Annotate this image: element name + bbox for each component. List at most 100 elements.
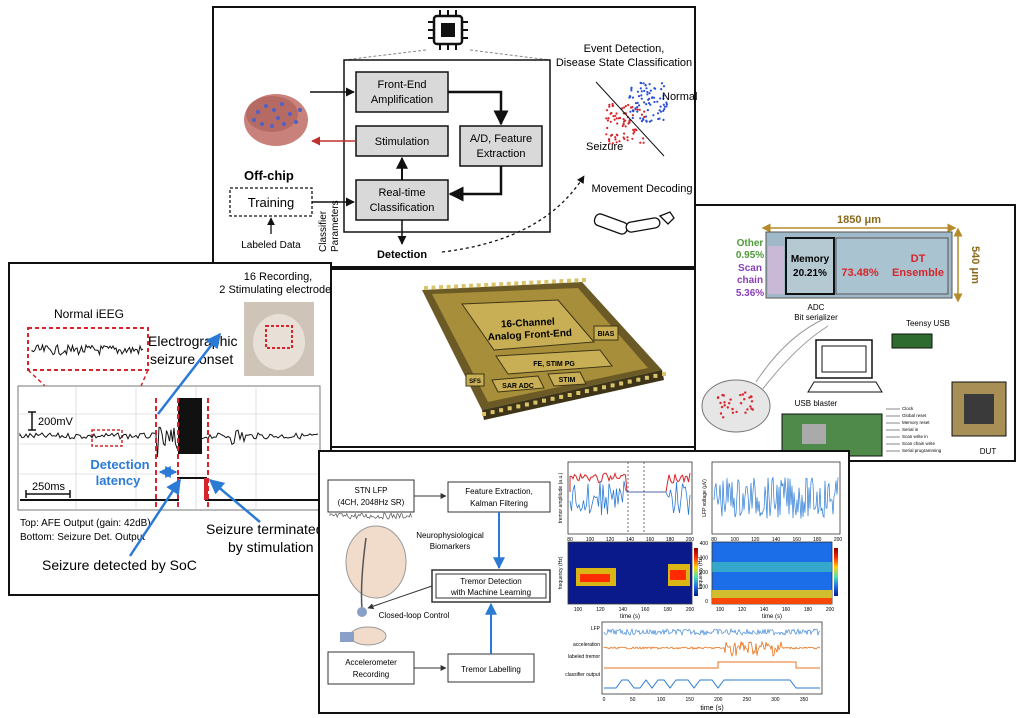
scatter-point xyxy=(610,111,613,115)
tick-label: 400 xyxy=(700,541,709,547)
bond-pad xyxy=(506,281,511,286)
stim-block-label: STIM xyxy=(559,377,576,384)
electrode-dot xyxy=(721,393,724,397)
fe-stim-pg-label: FE, STIM PG xyxy=(533,361,575,368)
chip-die-panel: 16-Channel Analog Front-End BIAS FE, STI… xyxy=(332,268,696,448)
onset-zoom-box xyxy=(91,429,123,447)
normal-ieeg-label: Normal iEEG xyxy=(54,307,124,321)
scatter-point xyxy=(652,114,655,117)
signal-label: Memory reset xyxy=(902,420,930,425)
scatter-point xyxy=(627,103,630,107)
dt-label: DT xyxy=(911,253,926,265)
electrode-dot xyxy=(751,408,754,411)
scatter-point xyxy=(615,141,618,144)
signal-label: Scan chain write xyxy=(902,441,936,446)
signal-label: Clock xyxy=(902,406,914,411)
tick-label: 180 xyxy=(666,537,675,543)
scatter-point xyxy=(608,138,611,141)
scatter-point xyxy=(636,110,639,113)
scatter-point xyxy=(660,88,663,91)
bit-serializer-label: Bit serializer xyxy=(794,313,838,322)
scatter-point xyxy=(640,82,643,85)
scatter-point xyxy=(659,97,662,100)
signal-label: Scan write in xyxy=(902,434,928,439)
scatter-point xyxy=(613,118,616,121)
scatter-point xyxy=(638,104,641,107)
electrographic-onset-label: Electrographic xyxy=(148,333,238,349)
electrode-dot xyxy=(716,396,720,400)
bond-pad xyxy=(454,284,459,289)
bond-pad xyxy=(584,389,589,394)
scatter-point xyxy=(633,130,636,133)
scatter-point xyxy=(633,128,636,131)
scatter-point xyxy=(660,82,664,85)
disease-classification-title: Disease State Classification xyxy=(556,57,692,69)
svg-text:Extraction: Extraction xyxy=(477,148,526,160)
scatter-point xyxy=(606,126,609,130)
afe-block-label: 16-Channel xyxy=(501,317,556,331)
svg-text:Classification: Classification xyxy=(370,202,435,214)
kalman-filtering-label: Kalman Filtering xyxy=(470,499,528,508)
scatter-point xyxy=(642,117,645,120)
scatter-point xyxy=(643,110,646,113)
detection-label: Detection xyxy=(377,249,427,261)
die-width-label: 1850 μm xyxy=(837,214,881,226)
svg-text:Real-time: Real-time xyxy=(378,187,425,199)
scatter-point xyxy=(644,115,648,118)
tick-label: 140 xyxy=(772,537,781,543)
seizure-terminated-label: Seizure terminated xyxy=(206,521,324,537)
scatter-point xyxy=(642,137,645,140)
electrode-dot xyxy=(720,405,724,409)
other-label: Other xyxy=(737,238,764,249)
training-box xyxy=(229,187,313,217)
bond-pad xyxy=(662,372,666,376)
bond-pad xyxy=(521,281,526,285)
scatter-point xyxy=(642,82,645,85)
time-scale-label: 250ms xyxy=(32,481,66,493)
scatter-point xyxy=(637,95,641,98)
scatter-point xyxy=(621,124,624,128)
scatter-point xyxy=(629,110,632,113)
scatter-point xyxy=(643,89,646,92)
scatter-point xyxy=(646,93,649,96)
tick-label: 100 xyxy=(700,585,709,591)
machine-learning-label: with Machine Learning xyxy=(450,588,531,597)
tick-label: 300 xyxy=(700,556,709,562)
latency-label: latency xyxy=(96,473,142,488)
scatter-point xyxy=(614,138,617,141)
animal-photo xyxy=(244,302,314,376)
voltage-scale-label: 200mV xyxy=(38,416,74,428)
tick-label: 200 xyxy=(834,537,843,543)
scatter-point xyxy=(640,90,643,93)
bond-pad xyxy=(582,278,586,282)
plot4-xlabel: time (s) xyxy=(762,614,782,620)
svg-text:Parameters: Parameters xyxy=(330,200,341,252)
usb-blaster-label: USB blaster xyxy=(795,399,838,408)
electrode-dot xyxy=(743,398,746,401)
scatter-point xyxy=(636,90,639,93)
electrode-dot xyxy=(729,398,732,401)
scatter-point xyxy=(616,122,619,125)
scatter-point xyxy=(663,105,666,108)
scatter-point xyxy=(623,137,626,140)
afe-block-label-2: Analog Front-End xyxy=(487,328,572,343)
electrode-dot xyxy=(750,395,753,398)
tick-label: 180 xyxy=(813,537,822,543)
electrode-dot xyxy=(723,401,726,404)
detection-latency-label: Detection xyxy=(90,457,149,472)
scatter-point xyxy=(631,114,634,117)
scatter-point xyxy=(645,87,648,90)
event-detection-title: Event Detection, xyxy=(584,43,665,55)
tick-label: 80 xyxy=(567,537,573,543)
scatter-point xyxy=(626,136,629,139)
bond-pad xyxy=(550,396,555,401)
seizure-detection-output-trace xyxy=(20,477,318,501)
feature-extraction-label: Feature Extraction, xyxy=(465,487,533,496)
die-floorplan xyxy=(765,231,953,299)
tremor-detection-box xyxy=(431,569,551,603)
electrode-dot xyxy=(722,416,725,419)
signal-label: Serial programming xyxy=(902,448,942,453)
stn-lfp-label: STN LFP xyxy=(355,486,388,495)
bond-pad xyxy=(446,284,451,289)
